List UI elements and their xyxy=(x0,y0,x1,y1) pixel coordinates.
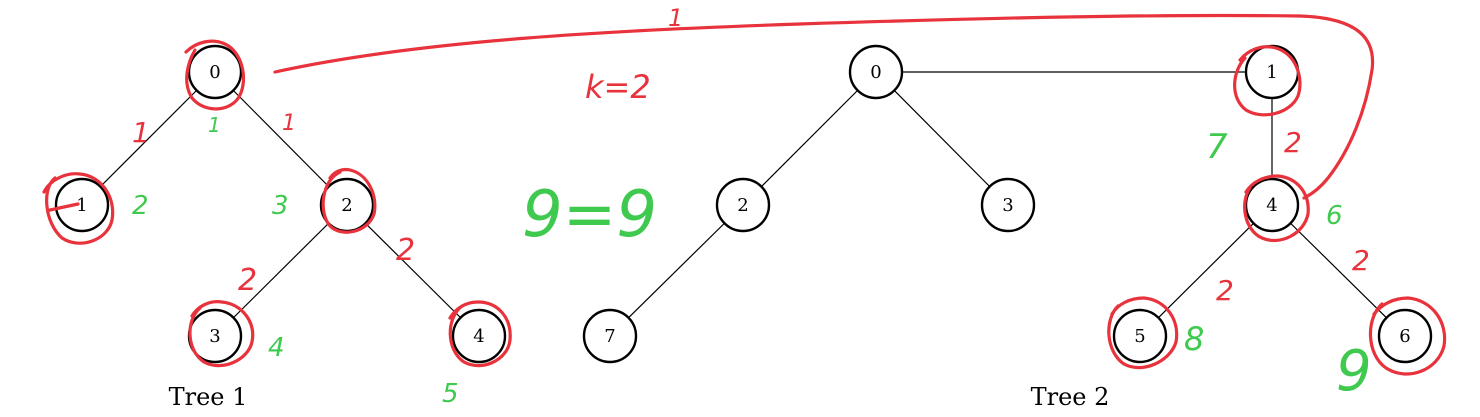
node-circle xyxy=(980,177,1036,233)
edge-t2n2-t2n7 xyxy=(609,204,744,337)
equation-label: 9=9 xyxy=(522,178,657,252)
red-circle-t1-node2 xyxy=(321,167,377,234)
red-circle-t2-node6 xyxy=(1368,296,1447,376)
green-label-layer: 9=9 1 2 3 4 5 7 6 8 9 xyxy=(132,113,1372,409)
tree-2-node-4: 4 xyxy=(1244,177,1300,233)
tree-2-node-0: 0 xyxy=(848,44,904,100)
node-circle xyxy=(1112,308,1168,364)
node-label: 6 xyxy=(1399,326,1410,347)
edge-t2n4-t2n5 xyxy=(1139,204,1273,337)
edge-layer xyxy=(81,71,1406,337)
green-label-t1-node3: 4 xyxy=(268,333,285,363)
node-label: 2 xyxy=(341,195,352,216)
edge-t2n0-t2n3 xyxy=(875,71,1009,206)
tree-2-node-3: 3 xyxy=(980,177,1036,233)
red-highlight-layer xyxy=(42,13,1447,376)
node-circle xyxy=(54,177,110,233)
node-label: 7 xyxy=(604,326,615,347)
red-label-t1-edge-0-2: 1 xyxy=(282,111,296,136)
green-label-t2-node1: 7 xyxy=(1206,127,1228,167)
red-label-t1-edge-0-1: 1 xyxy=(132,116,150,149)
edge-t2n0-t2n2 xyxy=(742,71,877,206)
red-circle-t1-node1 xyxy=(42,172,115,245)
tree-1-node-1: 1 xyxy=(54,177,110,233)
edge-t1n2-t1n4 xyxy=(346,204,480,337)
red-label-t1-edge-2-4: 2 xyxy=(396,233,415,268)
tree-1-node-3: 3 xyxy=(187,308,243,364)
node-circle xyxy=(582,308,638,364)
red-circle-t2-node1 xyxy=(1233,45,1302,117)
k-label: k=2 xyxy=(585,68,651,106)
green-label-t1-node4: 5 xyxy=(442,379,459,409)
red-circle-t1-node3 xyxy=(188,300,255,368)
tree-2-node-6: 6 xyxy=(1377,308,1433,364)
tree-2-node-5: 5 xyxy=(1112,308,1168,364)
node-circle xyxy=(715,177,771,233)
tree-1-caption: Tree 1 xyxy=(169,383,248,411)
green-label-t2-node6: 9 xyxy=(1336,339,1372,404)
node-circle xyxy=(451,308,507,364)
node-label: 1 xyxy=(1266,62,1277,83)
node-label: 3 xyxy=(1002,195,1013,216)
green-label-t1-node2: 3 xyxy=(272,191,289,221)
tree-2-node-1: 1 xyxy=(1244,44,1300,100)
green-label-t1-node0: 1 xyxy=(208,113,221,137)
red-label-t1-edge-2-3: 2 xyxy=(238,263,257,298)
red-label-t2-edge-4-5: 2 xyxy=(1216,274,1234,307)
red-circle-t1-node4 xyxy=(448,300,512,368)
edge-t1n2-t1n3 xyxy=(214,204,348,337)
red-circle-t1-node0 xyxy=(184,39,246,111)
edge-t1n0-t1n1 xyxy=(81,71,216,206)
node-label: 4 xyxy=(1266,195,1277,216)
node-label: 4 xyxy=(473,326,484,347)
green-label-t2-node4: 6 xyxy=(1326,201,1343,231)
node-circle xyxy=(1377,308,1433,364)
green-label-t1-node1: 2 xyxy=(132,191,149,221)
edge-t1n0-t1n2 xyxy=(214,71,348,206)
red-circle-t2-node5 xyxy=(1107,296,1179,370)
tree-1-node-0: 0 xyxy=(187,44,243,100)
node-label: 1 xyxy=(76,195,87,216)
red-label-t2-edge-4-6: 2 xyxy=(1352,244,1370,277)
node-label: 5 xyxy=(1134,326,1145,347)
node-circle xyxy=(187,44,243,100)
tree-2-node-7: 7 xyxy=(582,308,638,364)
node-label: 2 xyxy=(737,195,748,216)
node-label: 0 xyxy=(870,62,881,83)
node-circle xyxy=(848,44,904,100)
tree-2-node-2: 2 xyxy=(715,177,771,233)
red-circle-t2-node4 xyxy=(1243,174,1310,243)
green-label-t2-node5: 8 xyxy=(1184,320,1204,358)
tree-1-node-4: 4 xyxy=(451,308,507,364)
node-label: 0 xyxy=(209,62,220,83)
tree-2-caption: Tree 2 xyxy=(1031,383,1110,411)
red-bridge-curve xyxy=(273,13,1375,200)
node-layer: 0 1 2 3 4 0 1 2 3 4 5 6 7 xyxy=(54,44,1433,364)
red-label-layer: k=2 1 1 1 2 2 2 2 2 xyxy=(132,4,1370,307)
edge-t2n4-t2n6 xyxy=(1271,204,1406,337)
red-label-t2-edge-1-4: 2 xyxy=(1284,126,1302,159)
bridge-weight-label: 1 xyxy=(668,4,683,32)
node-label: 3 xyxy=(209,326,220,347)
